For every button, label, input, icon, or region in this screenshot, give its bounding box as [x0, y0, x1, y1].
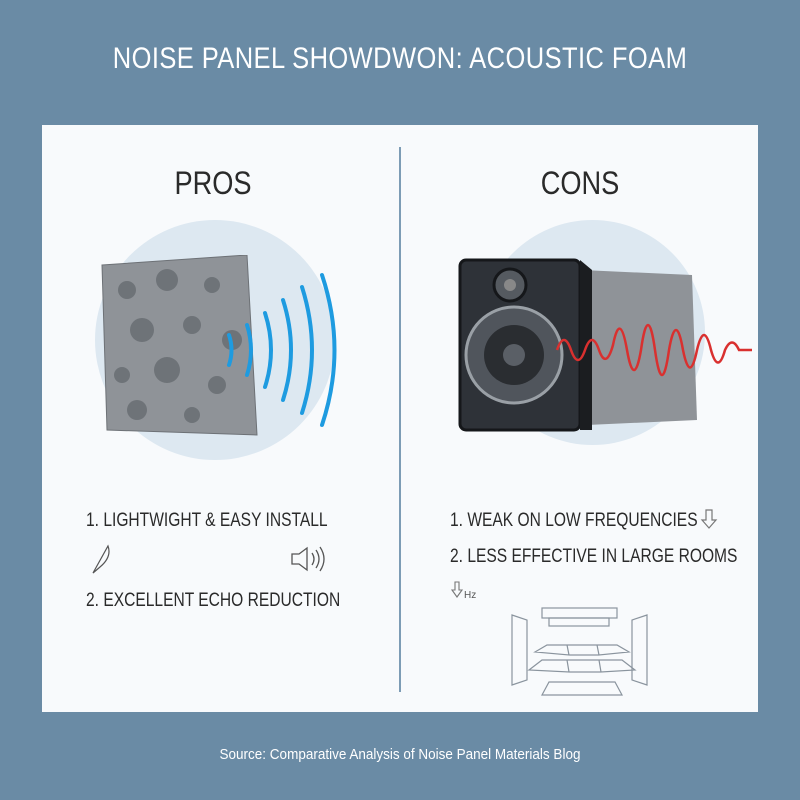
- pros-heading: PROS: [174, 165, 252, 201]
- pros-item-2: 2. EXCELLENT ECHO REDUCTION: [86, 590, 341, 611]
- pros-item-1: 1. LIGHTWIGHT & EASY INSTALL: [86, 510, 328, 531]
- cons-item-2: 2. LESS EFFECTIVE IN LARGE ROOMS: [450, 546, 738, 567]
- large-room-icon: [511, 607, 648, 696]
- speaker-with-foam-icon: [458, 258, 752, 432]
- sound-waves: [227, 273, 337, 427]
- source-footer: Source: Comparative Analysis of Noise Pa…: [219, 746, 581, 763]
- feather-icon: [92, 544, 110, 574]
- page-title: NOISE PANEL SHOWDWON: ACOUSTIC FOAM: [112, 42, 688, 75]
- cons-heading: CONS: [540, 165, 620, 201]
- hz-label: Hz: [464, 590, 477, 601]
- cons-item-1: 1. WEAK ON LOW FREQUENCIES: [450, 510, 698, 531]
- divider: [399, 147, 401, 692]
- foam-panel-icon: [101, 255, 337, 436]
- distorted-wave: [555, 324, 752, 376]
- arrow-down-icon: [700, 509, 718, 529]
- comparison-panel: PROS CONS 1. LIGHTWIGHT & EASY INSTALL 2…: [42, 125, 758, 712]
- low-frequency-arrow-icon: [450, 581, 464, 598]
- speaker-sound-icon: [291, 546, 325, 572]
